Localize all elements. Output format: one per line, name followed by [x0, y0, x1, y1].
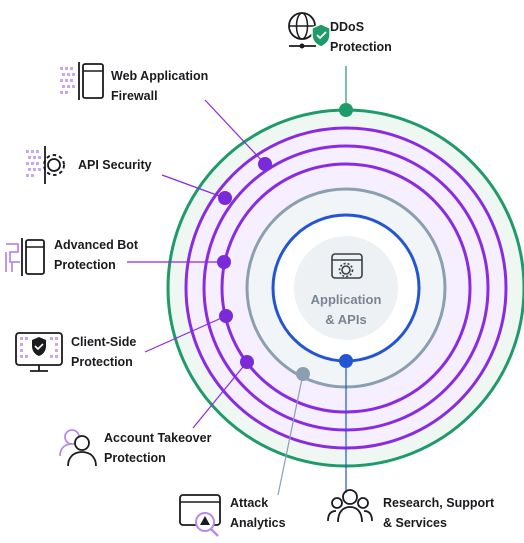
layer-label-api: API Security — [78, 155, 152, 175]
client-dot — [219, 309, 233, 323]
ato-line2: Protection — [104, 451, 166, 465]
ddos-dot — [339, 103, 353, 117]
client-line1: Client-Side — [71, 335, 137, 349]
center-fill — [294, 236, 398, 340]
bot-icon — [5, 238, 45, 276]
bot-line1: Advanced Bot — [54, 238, 139, 252]
client-line2: Protection — [71, 355, 133, 369]
research-line2: & Services — [383, 516, 447, 530]
browser-alert-icon — [179, 494, 221, 537]
layer-label-client: Client-Side Protection — [71, 332, 136, 372]
users-icon — [327, 489, 373, 523]
research-dot — [339, 354, 353, 368]
waf-line2: Firewall — [111, 89, 158, 103]
analytics-line1: Attack — [230, 496, 269, 510]
ato-dot — [240, 355, 254, 369]
globe-shield-icon — [288, 12, 331, 49]
layer-label-bot: Advanced Bot Protection — [54, 235, 138, 275]
ato-line1: Account Takeover — [104, 431, 212, 445]
center-label: Application & APIs — [296, 290, 396, 330]
layer-label-ato: Account Takeover Protection — [104, 428, 211, 468]
layer-label-research: Research, Support & Services — [383, 493, 494, 533]
ddos-line1: DDoS — [330, 20, 365, 34]
layer-label-analytics: Attack Analytics — [230, 493, 286, 533]
layer-label-ddos: DDoS Protection — [330, 17, 392, 57]
bot-line2: Protection — [54, 258, 116, 272]
ato-connector — [192, 361, 248, 429]
api-dot — [218, 191, 232, 205]
center-line2: & APIs — [325, 312, 367, 327]
research-line1: Research, Support — [383, 496, 495, 510]
user-icon — [59, 429, 97, 467]
monitor-shield-icon — [15, 332, 63, 372]
bot-dot — [217, 255, 231, 269]
analytics-line2: Analytics — [230, 516, 286, 530]
analytics-connector — [277, 373, 304, 496]
firewall-icon — [60, 62, 104, 100]
api-gear-icon — [26, 146, 65, 184]
waf-dot — [258, 157, 272, 171]
ddos-line2: Protection — [330, 40, 392, 54]
api-connector — [161, 174, 226, 199]
layer-label-waf: Web Application Firewall — [111, 66, 208, 106]
waf-connector — [204, 99, 266, 165]
waf-line1: Web Application — [111, 69, 209, 83]
api-line1: API Security — [78, 158, 152, 172]
browser-gear-icon — [331, 253, 363, 279]
client-connector — [144, 315, 227, 353]
center-line1: Application — [310, 292, 382, 307]
analytics-dot — [296, 367, 310, 381]
